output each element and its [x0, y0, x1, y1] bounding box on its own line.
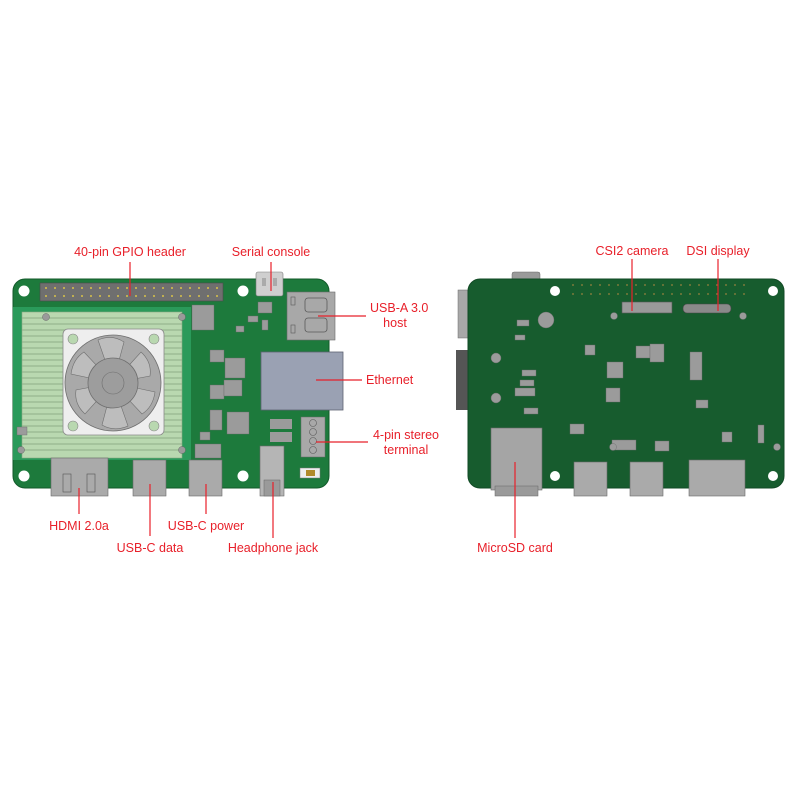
label-stereo-line1: 4-pin stereo	[372, 428, 439, 442]
headphone-jack	[259, 445, 285, 497]
label-usb-c-power: USB-C power	[167, 519, 245, 533]
label-dsi-display: DSI display	[686, 244, 750, 258]
serial-console-port	[255, 271, 284, 297]
hdmi-port-bottom	[688, 459, 746, 497]
usb-c-port-bottom-1	[573, 461, 608, 497]
label-usb-a-line1: USB-A 3.0	[370, 301, 429, 315]
label-stereo-terminal: 4-pin stereo terminal	[370, 428, 442, 458]
label-csi2-camera: CSI2 camera	[595, 244, 669, 258]
label-serial-console: Serial console	[231, 245, 311, 259]
dsi-display-connector	[682, 303, 732, 314]
microsd-slot	[490, 427, 543, 497]
label-usb-a: USB-A 3.0 host	[370, 301, 429, 331]
stereo-terminal	[270, 416, 326, 458]
label-ethernet: Ethernet	[366, 373, 414, 387]
bottom-view-board	[456, 271, 785, 497]
label-gpio-header: 40-pin GPIO header	[74, 245, 186, 259]
usb-c-port-bottom-2	[629, 461, 664, 497]
label-microsd-card: MicroSD card	[477, 541, 553, 555]
label-usb-a-line2: host	[383, 316, 407, 330]
label-headphone-jack: Headphone jack	[227, 541, 319, 555]
ethernet-port	[260, 351, 344, 411]
label-hdmi: HDMI 2.0a	[49, 519, 109, 533]
cooling-fan	[62, 328, 165, 436]
top-view-board	[12, 271, 344, 497]
label-usb-c-data: USB-C data	[116, 541, 184, 555]
callout-lines	[78, 259, 719, 538]
gpio-header	[39, 282, 224, 302]
csi2-camera-connector	[621, 301, 673, 314]
label-stereo-line2: terminal	[383, 443, 429, 457]
